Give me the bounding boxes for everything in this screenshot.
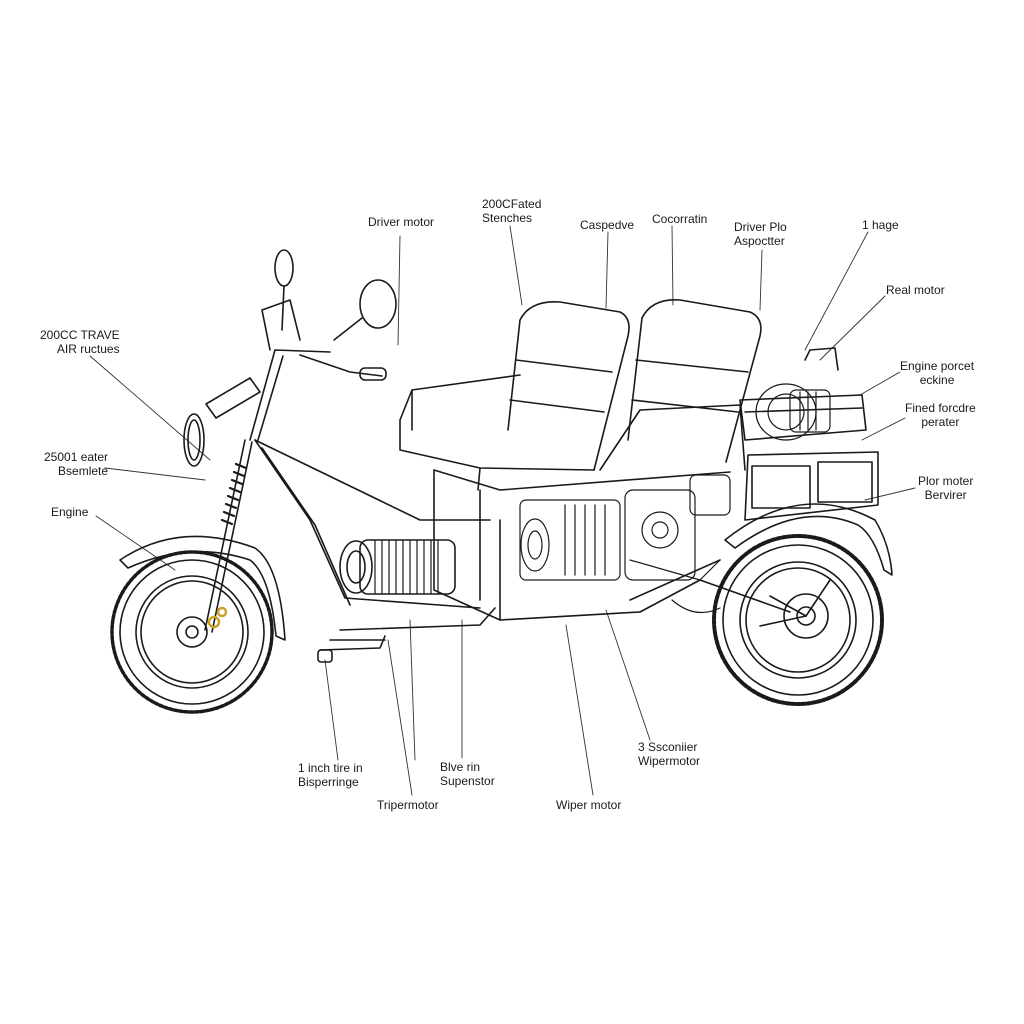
label-bive-rin: Blve rin Supenstor <box>440 760 495 788</box>
label-fated-stenches: 200CFated Stenches <box>482 197 542 225</box>
label-engine: Engine <box>51 505 89 519</box>
engine-block <box>519 474 731 581</box>
instrument-cluster <box>205 377 261 419</box>
label-caspedve: Caspedve <box>580 218 635 232</box>
front-fork <box>204 439 253 633</box>
label-tripermotor: Tripermotor <box>377 798 439 812</box>
label-real-motor: Real motor <box>886 283 945 297</box>
seat-front <box>399 301 630 491</box>
driver-motor-drum <box>339 539 456 595</box>
label-ssconiier: 3 Ssconiier Wipermotor <box>638 740 701 768</box>
rear-wheel <box>712 534 884 706</box>
front-fender <box>119 535 286 641</box>
label-eater-bsemlete: 25001 eater Bsemlete <box>44 450 109 478</box>
label-plor-moter: Plor moter Bervirer <box>918 474 974 502</box>
rear-motor <box>755 383 831 441</box>
label-trave-air: 200CC TRAVE AIR ructues <box>40 328 120 356</box>
label-driver-plo: Driver Plo Aspoctter <box>734 220 787 248</box>
seat-base-box <box>433 469 731 621</box>
swing-arm <box>639 579 791 613</box>
main-frame <box>254 439 496 663</box>
mirrors <box>274 249 397 341</box>
leader-lines <box>89 225 916 796</box>
label-wiper-motor: Wiper motor <box>556 798 622 812</box>
label-driver-motor: Driver motor <box>368 215 435 229</box>
headlight <box>183 413 205 467</box>
label-fined-forcdre: Fined forcdre perater <box>905 401 976 429</box>
label-inch-tire: 1 inch tire in Bisperringe <box>298 761 363 789</box>
front-wheel <box>110 550 274 714</box>
label-one-hage: 1 hage <box>862 218 899 232</box>
rear-rack <box>739 347 879 521</box>
rear-fender <box>724 503 893 576</box>
label-engine-porcet: Engine porcet eckine <box>900 359 975 387</box>
label-cocorratin: Cocorratin <box>652 212 708 226</box>
seat-rear <box>599 299 762 471</box>
handlebars <box>249 299 387 441</box>
